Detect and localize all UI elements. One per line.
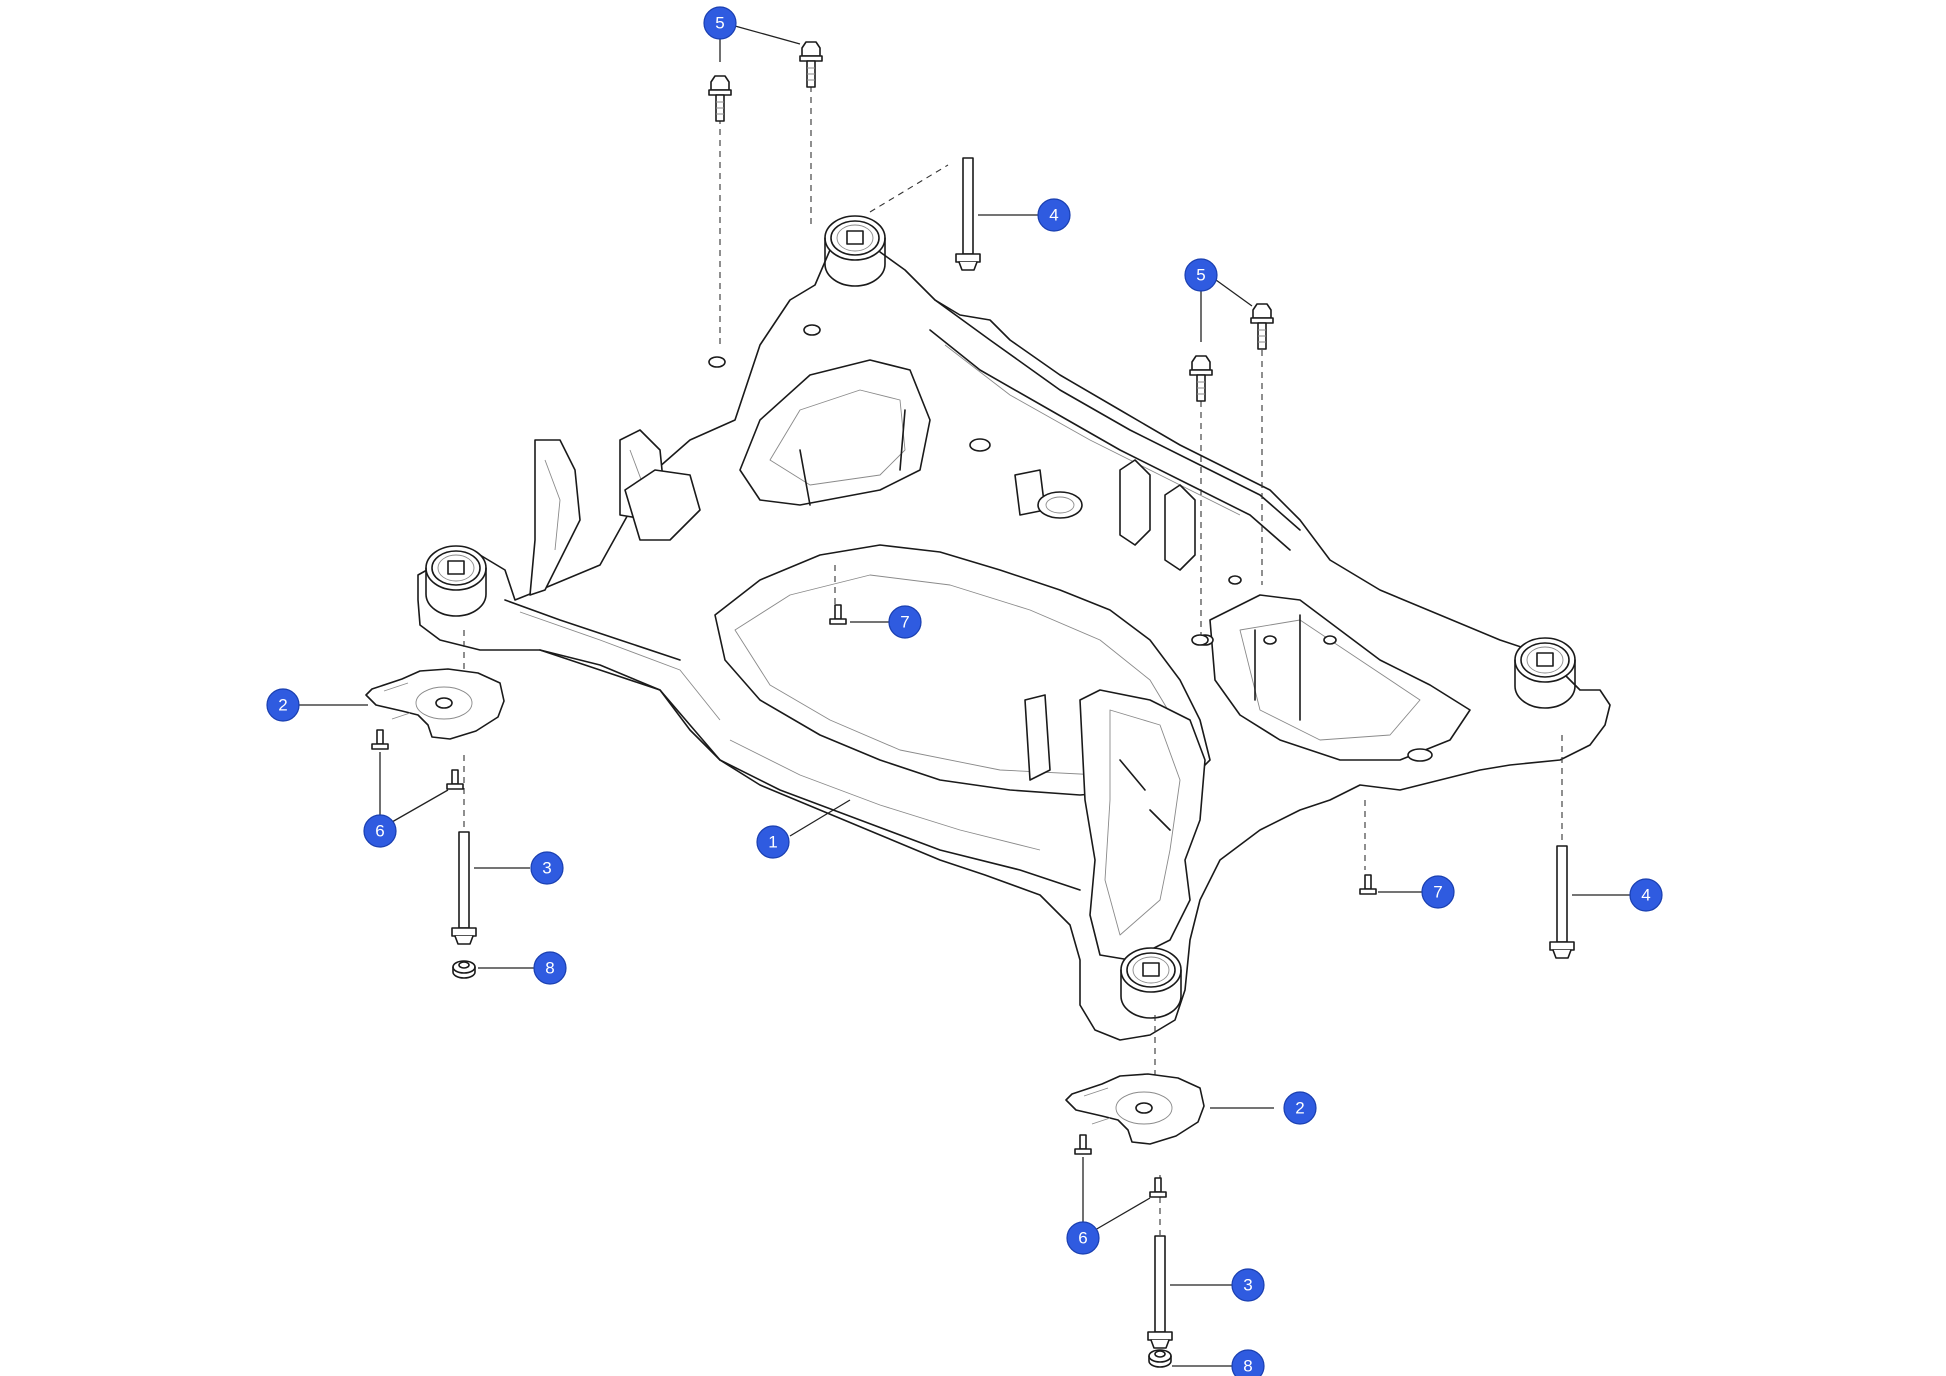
leader-lines xyxy=(298,25,1630,1367)
bolt-3-left xyxy=(451,831,477,945)
bolt-3-right xyxy=(1147,1235,1173,1349)
svg-text:8: 8 xyxy=(1243,1357,1252,1376)
svg-text:5: 5 xyxy=(715,14,724,33)
stud-6-right-a xyxy=(1074,1134,1092,1155)
bolt-4-lower xyxy=(1549,845,1575,959)
callout-8-right: 8 xyxy=(1231,1349,1265,1376)
svg-text:4: 4 xyxy=(1049,206,1058,225)
svg-text:1: 1 xyxy=(768,833,777,852)
svg-text:6: 6 xyxy=(1078,1229,1087,1248)
bolt-5-left-b xyxy=(799,41,823,88)
callout-3-right: 3 xyxy=(1231,1268,1265,1302)
svg-text:3: 3 xyxy=(542,859,551,878)
stud-7-right xyxy=(1359,874,1377,895)
stud-6-left-b xyxy=(446,769,464,790)
callout-5-right: 5 xyxy=(1184,258,1218,292)
callout-2-left: 2 xyxy=(266,688,300,722)
bolt-4-upper xyxy=(955,157,981,271)
callout-1: 1 xyxy=(756,825,790,859)
svg-text:4: 4 xyxy=(1641,886,1650,905)
nut-8-left xyxy=(452,960,476,979)
svg-text:7: 7 xyxy=(900,613,909,632)
mount-plate-2-right xyxy=(1065,1073,1205,1145)
svg-text:6: 6 xyxy=(375,822,384,841)
bolt-5-left-a xyxy=(708,75,732,122)
callout-4-lower: 4 xyxy=(1629,878,1663,912)
svg-text:2: 2 xyxy=(1295,1099,1304,1118)
assembly-guide-lines xyxy=(463,75,1563,1235)
callout-2-right: 2 xyxy=(1283,1091,1317,1125)
callout-4-upper: 4 xyxy=(1037,198,1071,232)
callout-6-left: 6 xyxy=(363,814,397,848)
svg-text:5: 5 xyxy=(1196,266,1205,285)
svg-text:7: 7 xyxy=(1433,883,1442,902)
callout-7-center: 7 xyxy=(888,605,922,639)
nut-8-right xyxy=(1148,1349,1172,1368)
stud-6-right-b xyxy=(1149,1177,1167,1198)
bolt-5-right-b xyxy=(1250,303,1274,350)
callout-7-right: 7 xyxy=(1421,875,1455,909)
subframe-part-1 xyxy=(417,215,1611,1041)
svg-text:3: 3 xyxy=(1243,1276,1252,1295)
stud-6-left-a xyxy=(371,729,389,750)
bolt-5-right-a xyxy=(1189,355,1213,402)
callout-6-right: 6 xyxy=(1066,1221,1100,1255)
mount-plate-2-left xyxy=(365,668,505,740)
svg-text:2: 2 xyxy=(278,696,287,715)
callout-5-left: 5 xyxy=(703,6,737,40)
svg-text:8: 8 xyxy=(545,959,554,978)
callout-3-left: 3 xyxy=(530,851,564,885)
callout-8-left: 8 xyxy=(533,951,567,985)
